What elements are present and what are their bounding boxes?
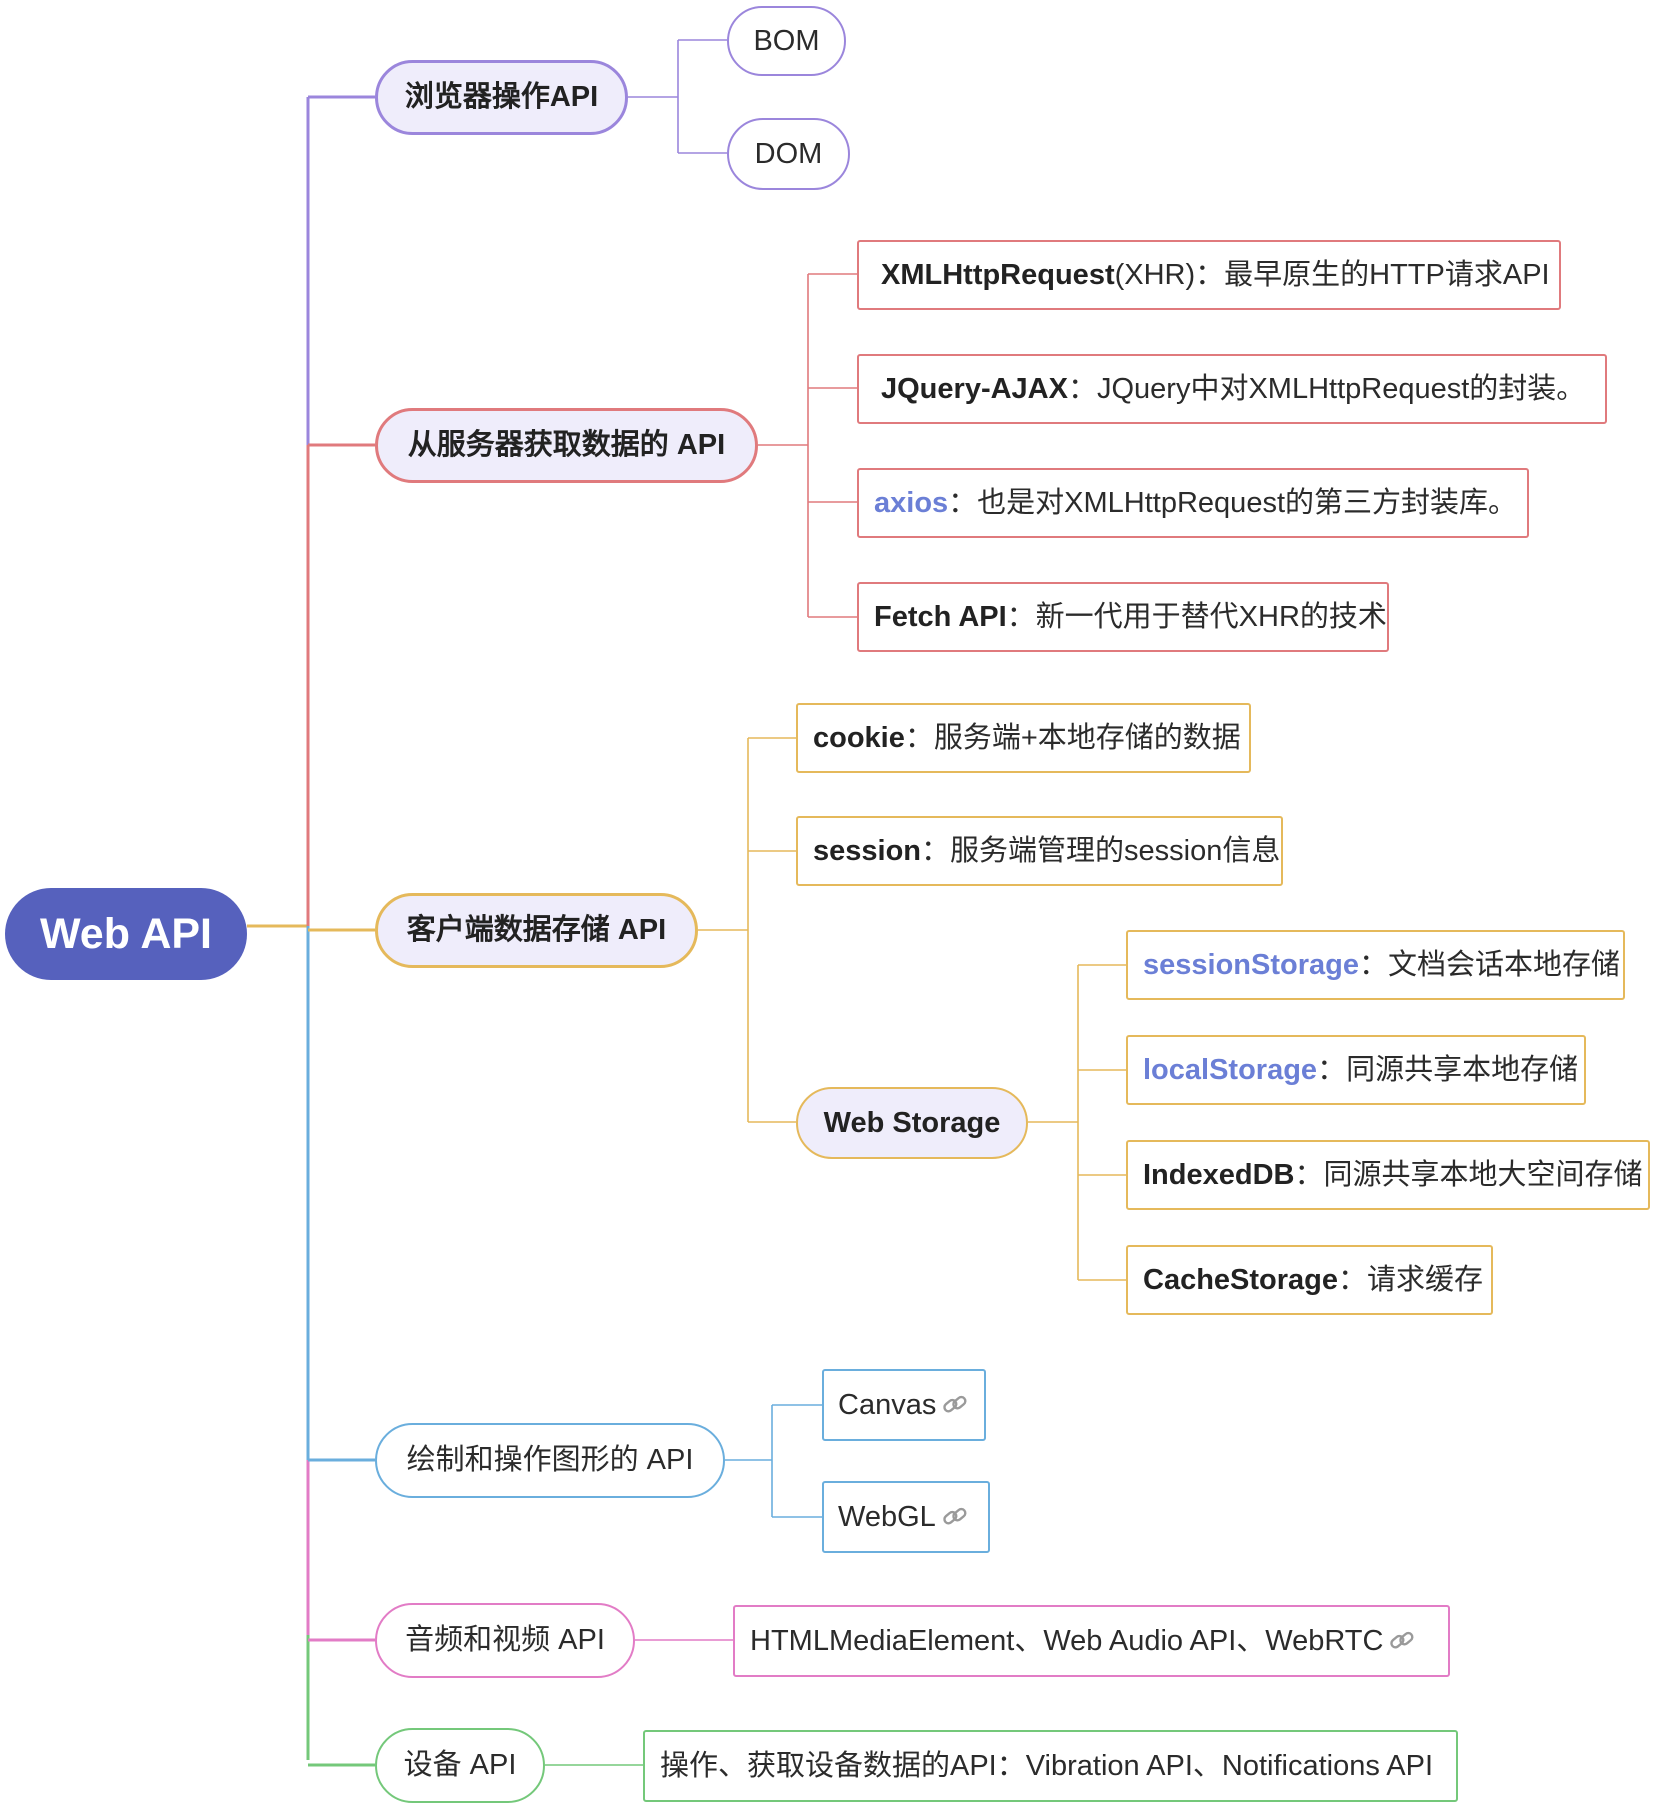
branch-label: 绘制和操作图形的 API xyxy=(406,1444,694,1476)
leaf-key: cookie xyxy=(813,721,905,754)
leaf-desc: ：同源共享本地存储 xyxy=(1317,1053,1579,1086)
leaf-cache-storage[interactable]: CacheStorage：请求缓存 xyxy=(1126,1245,1493,1315)
leaf-key: CacheStorage xyxy=(1143,1263,1339,1296)
leaf-desc: ：请求缓存 xyxy=(1338,1263,1484,1296)
leaf-xmlhttprequest[interactable]: XMLHttpRequest(XHR)：最早原生的HTTP请求API xyxy=(857,240,1561,310)
branch-label: 浏览器操作API xyxy=(404,81,599,113)
branch-audio-video-api[interactable]: 音频和视频 API xyxy=(375,1603,635,1678)
branch-browser-api[interactable]: 浏览器操作API xyxy=(375,60,628,135)
leaf-desc: ：新一代用于替代XHR的技术 xyxy=(1006,600,1387,633)
branch-label: 从服务器获取数据的 API xyxy=(407,429,726,461)
branch-label: 客户端数据存储 API xyxy=(406,914,667,946)
sub-branch-label: Web Storage xyxy=(823,1106,1001,1139)
leaf-label: 操作、获取设备数据的API：Vibration API、Notification… xyxy=(660,1749,1434,1782)
leaf-label: BOM xyxy=(753,24,820,57)
leaf-axios[interactable]: axios：也是对XMLHttpRequest的第三方封装库。 xyxy=(857,468,1529,538)
leaf-desc: ：文档会话本地存储 xyxy=(1358,948,1620,981)
leaf-key: Fetch API xyxy=(874,600,1007,633)
leaf-label: WebGL xyxy=(838,1500,936,1533)
branch-client-storage-api[interactable]: 客户端数据存储 API xyxy=(375,893,698,968)
leaf-desc: ：服务端管理的session信息 xyxy=(921,834,1281,867)
leaf-desc: (XHR)：最早原生的HTTP请求API xyxy=(1114,258,1550,291)
link-icon[interactable] xyxy=(942,1394,970,1416)
leaf-fetch-api[interactable]: Fetch API：新一代用于替代XHR的技术 xyxy=(857,582,1389,652)
leaf-session-storage[interactable]: sessionStorage：文档会话本地存储 xyxy=(1126,930,1625,1000)
leaf-label: DOM xyxy=(754,137,823,170)
leaf-label: Canvas xyxy=(838,1388,937,1421)
leaf-desc: ：也是对XMLHttpRequest的第三方封装库。 xyxy=(948,486,1518,519)
leaf-bom[interactable]: BOM xyxy=(727,6,846,76)
leaf-device-apis[interactable]: 操作、获取设备数据的API：Vibration API、Notification… xyxy=(643,1730,1458,1802)
branch-label: 音频和视频 API xyxy=(405,1624,605,1656)
sub-branch-web-storage[interactable]: Web Storage xyxy=(796,1087,1028,1159)
leaf-key: IndexedDB xyxy=(1143,1158,1295,1191)
link-icon[interactable] xyxy=(942,1506,970,1528)
leaf-dom[interactable]: DOM xyxy=(727,118,850,190)
root-node[interactable]: Web API xyxy=(5,888,247,980)
leaf-key: sessionStorage xyxy=(1143,948,1359,981)
leaf-webgl[interactable]: WebGL xyxy=(822,1481,990,1553)
leaf-key: JQuery-AJAX xyxy=(881,372,1068,405)
leaf-key: localStorage xyxy=(1143,1053,1318,1086)
root-label: Web API xyxy=(39,909,213,958)
link-icon[interactable] xyxy=(1389,1630,1417,1652)
leaf-label: HTMLMediaElement、Web Audio API、WebRTC xyxy=(750,1624,1384,1657)
leaf-cookie[interactable]: cookie：服务端+本地存储的数据 xyxy=(796,703,1251,773)
leaf-desc: ：同源共享本地大空间存储 xyxy=(1294,1158,1643,1191)
leaf-indexeddb[interactable]: IndexedDB：同源共享本地大空间存储 xyxy=(1126,1140,1650,1210)
leaf-canvas[interactable]: Canvas xyxy=(822,1369,986,1441)
leaf-jquery-ajax[interactable]: JQuery-AJAX：JQuery中对XMLHttpRequest的封装。 xyxy=(857,354,1607,424)
leaf-key: axios xyxy=(874,486,949,519)
branch-graphics-api[interactable]: 绘制和操作图形的 API xyxy=(375,1423,725,1498)
leaf-key: XMLHttpRequest xyxy=(881,258,1115,291)
leaf-session[interactable]: session：服务端管理的session信息 xyxy=(796,816,1283,886)
branch-device-api[interactable]: 设备 API xyxy=(375,1728,545,1803)
leaf-local-storage[interactable]: localStorage：同源共享本地存储 xyxy=(1126,1035,1586,1105)
leaf-desc: ：服务端+本地存储的数据 xyxy=(904,721,1241,754)
branch-server-data-api[interactable]: 从服务器获取数据的 API xyxy=(375,408,758,483)
leaf-key: session xyxy=(813,834,921,867)
leaf-desc: ：JQuery中对XMLHttpRequest的封装。 xyxy=(1067,372,1586,405)
leaf-media-apis[interactable]: HTMLMediaElement、Web Audio API、WebRTC xyxy=(733,1605,1450,1677)
branch-label: 设备 API xyxy=(403,1749,517,1781)
